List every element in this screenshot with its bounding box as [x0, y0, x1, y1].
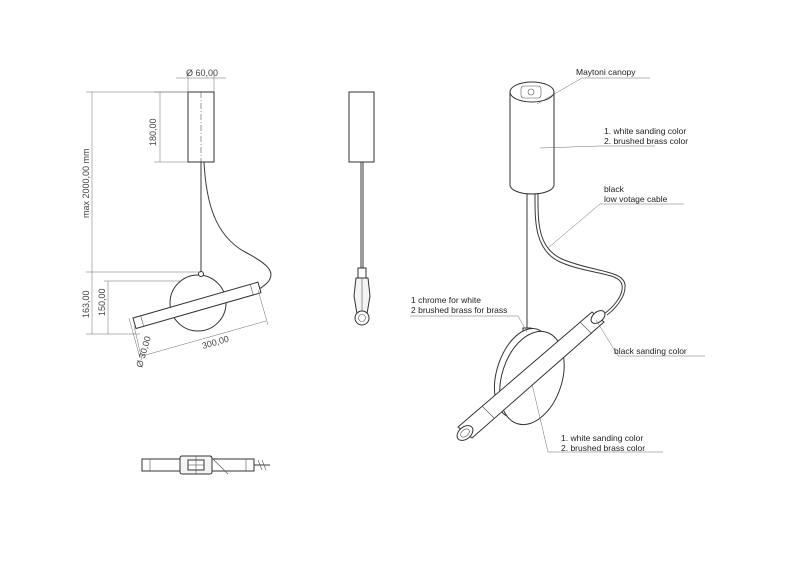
iso-tube-end-front [456, 425, 474, 441]
dim-tube-length: 300,00 [201, 334, 230, 351]
dim-head-height: 150,00 [97, 288, 107, 316]
note-cable-1: black [604, 184, 625, 194]
front-view: Ø 60,00 180,00 max 2000,00 mm 163,00 150… [81, 68, 272, 369]
note-cable-2: low votage cable [604, 194, 668, 204]
side-canopy [348, 91, 375, 163]
side-tube-end [354, 310, 370, 326]
front-tube [132, 281, 262, 330]
note-connector-2: 2 brushed brass for brass [411, 305, 507, 315]
iso-tube-end-back [590, 310, 606, 324]
dim-canopy-diameter: Ø 60,00 [186, 68, 218, 78]
side-connector [357, 267, 367, 279]
iso-canopy-top [509, 81, 555, 103]
top-view [141, 455, 270, 475]
note-canopy-color-1: 1. white sanding color [604, 126, 686, 136]
annotations: Maytoni canopy 1. white sanding color 2.… [411, 67, 688, 453]
note-tube-color: black sanding color [614, 346, 687, 356]
dim-max-length: max 2000,00 mm [81, 148, 91, 218]
iso-canopy [509, 92, 555, 195]
dim-head-height-total: 163,00 [81, 290, 91, 318]
note-connector-1: 1 chrome for white [411, 295, 481, 305]
iso-power-cable [534, 193, 623, 315]
note-disc-color-1: 1. white sanding color [561, 433, 643, 443]
note-canopy-color-2: 2. brushed brass color [604, 136, 688, 146]
dim-canopy-height: 180,00 [148, 118, 158, 146]
note-disc-color-2: 2. brushed brass color [561, 443, 645, 453]
front-power-cable [203, 161, 272, 291]
side-view [348, 91, 375, 326]
iso-view [410, 77, 705, 453]
note-canopy: Maytoni canopy [576, 67, 636, 77]
